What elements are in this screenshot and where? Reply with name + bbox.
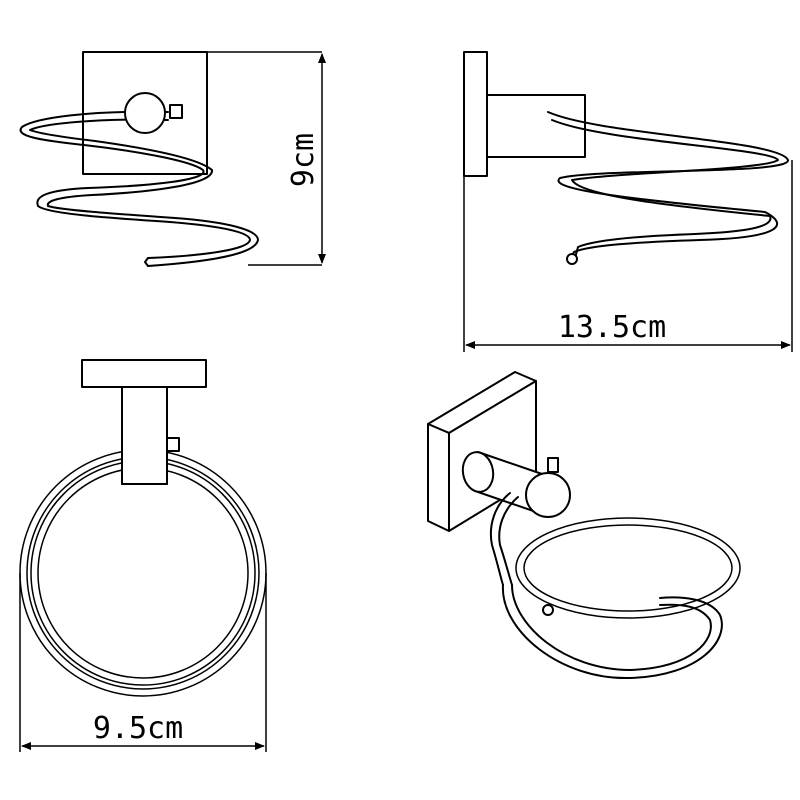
width-label: 13.5cm — [558, 310, 666, 345]
top-post-mask — [122, 440, 167, 484]
side-spiral-inner — [551, 119, 779, 259]
ring-outer-inner — [26, 456, 260, 690]
side-spiral-end — [566, 253, 578, 265]
iso-post-back — [461, 451, 495, 493]
diameter-label: 9.5cm — [93, 711, 183, 746]
ring-inner — [30, 460, 256, 686]
top-pin — [166, 437, 180, 452]
iso-spiral-stem-inner — [498, 496, 519, 586]
front-spiral-inner — [29, 118, 259, 267]
ring-inner-inner — [37, 467, 249, 679]
front-view: 9cm — [19, 51, 326, 267]
isometric-view — [427, 371, 741, 680]
iso-spiral-stem-outer — [490, 492, 511, 586]
iso-spiral-upper-inner — [523, 524, 733, 612]
iso-spiral-lower-inner — [511, 584, 712, 671]
ring-outer — [19, 449, 267, 697]
front-pin — [169, 104, 183, 119]
side-view: 13.5cm — [463, 51, 793, 352]
front-spiral-end — [144, 257, 149, 267]
iso-spiral-end — [542, 604, 554, 616]
height-label: 9cm — [286, 133, 321, 187]
front-post — [124, 92, 166, 134]
top-wall-plate — [81, 359, 207, 388]
iso-spiral-lower-outer — [501, 584, 723, 680]
top-view: 9.5cm — [19, 359, 267, 752]
side-wall-plate — [463, 51, 488, 177]
iso-spiral-upper-outer — [515, 517, 741, 619]
front-spiral-outer — [19, 110, 251, 259]
iso-post-front — [525, 472, 571, 518]
side-spiral-outer — [547, 111, 790, 263]
top-post-base — [121, 439, 168, 485]
iso-pin — [547, 457, 559, 473]
iso-plate-side — [427, 423, 450, 532]
